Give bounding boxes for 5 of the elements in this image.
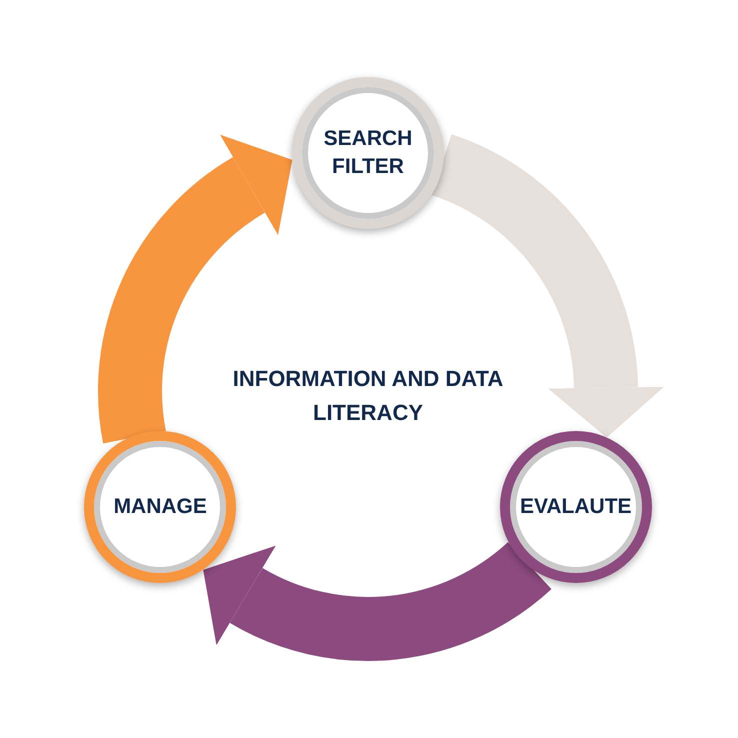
step-label: SEARCH FILTER (322, 126, 414, 180)
center-title: INFORMATION AND DATA LITERACY (232, 365, 504, 427)
step-label: EVALAUTE (518, 494, 633, 520)
curved-arrow (98, 136, 291, 442)
step-label: MANAGE (112, 494, 208, 520)
